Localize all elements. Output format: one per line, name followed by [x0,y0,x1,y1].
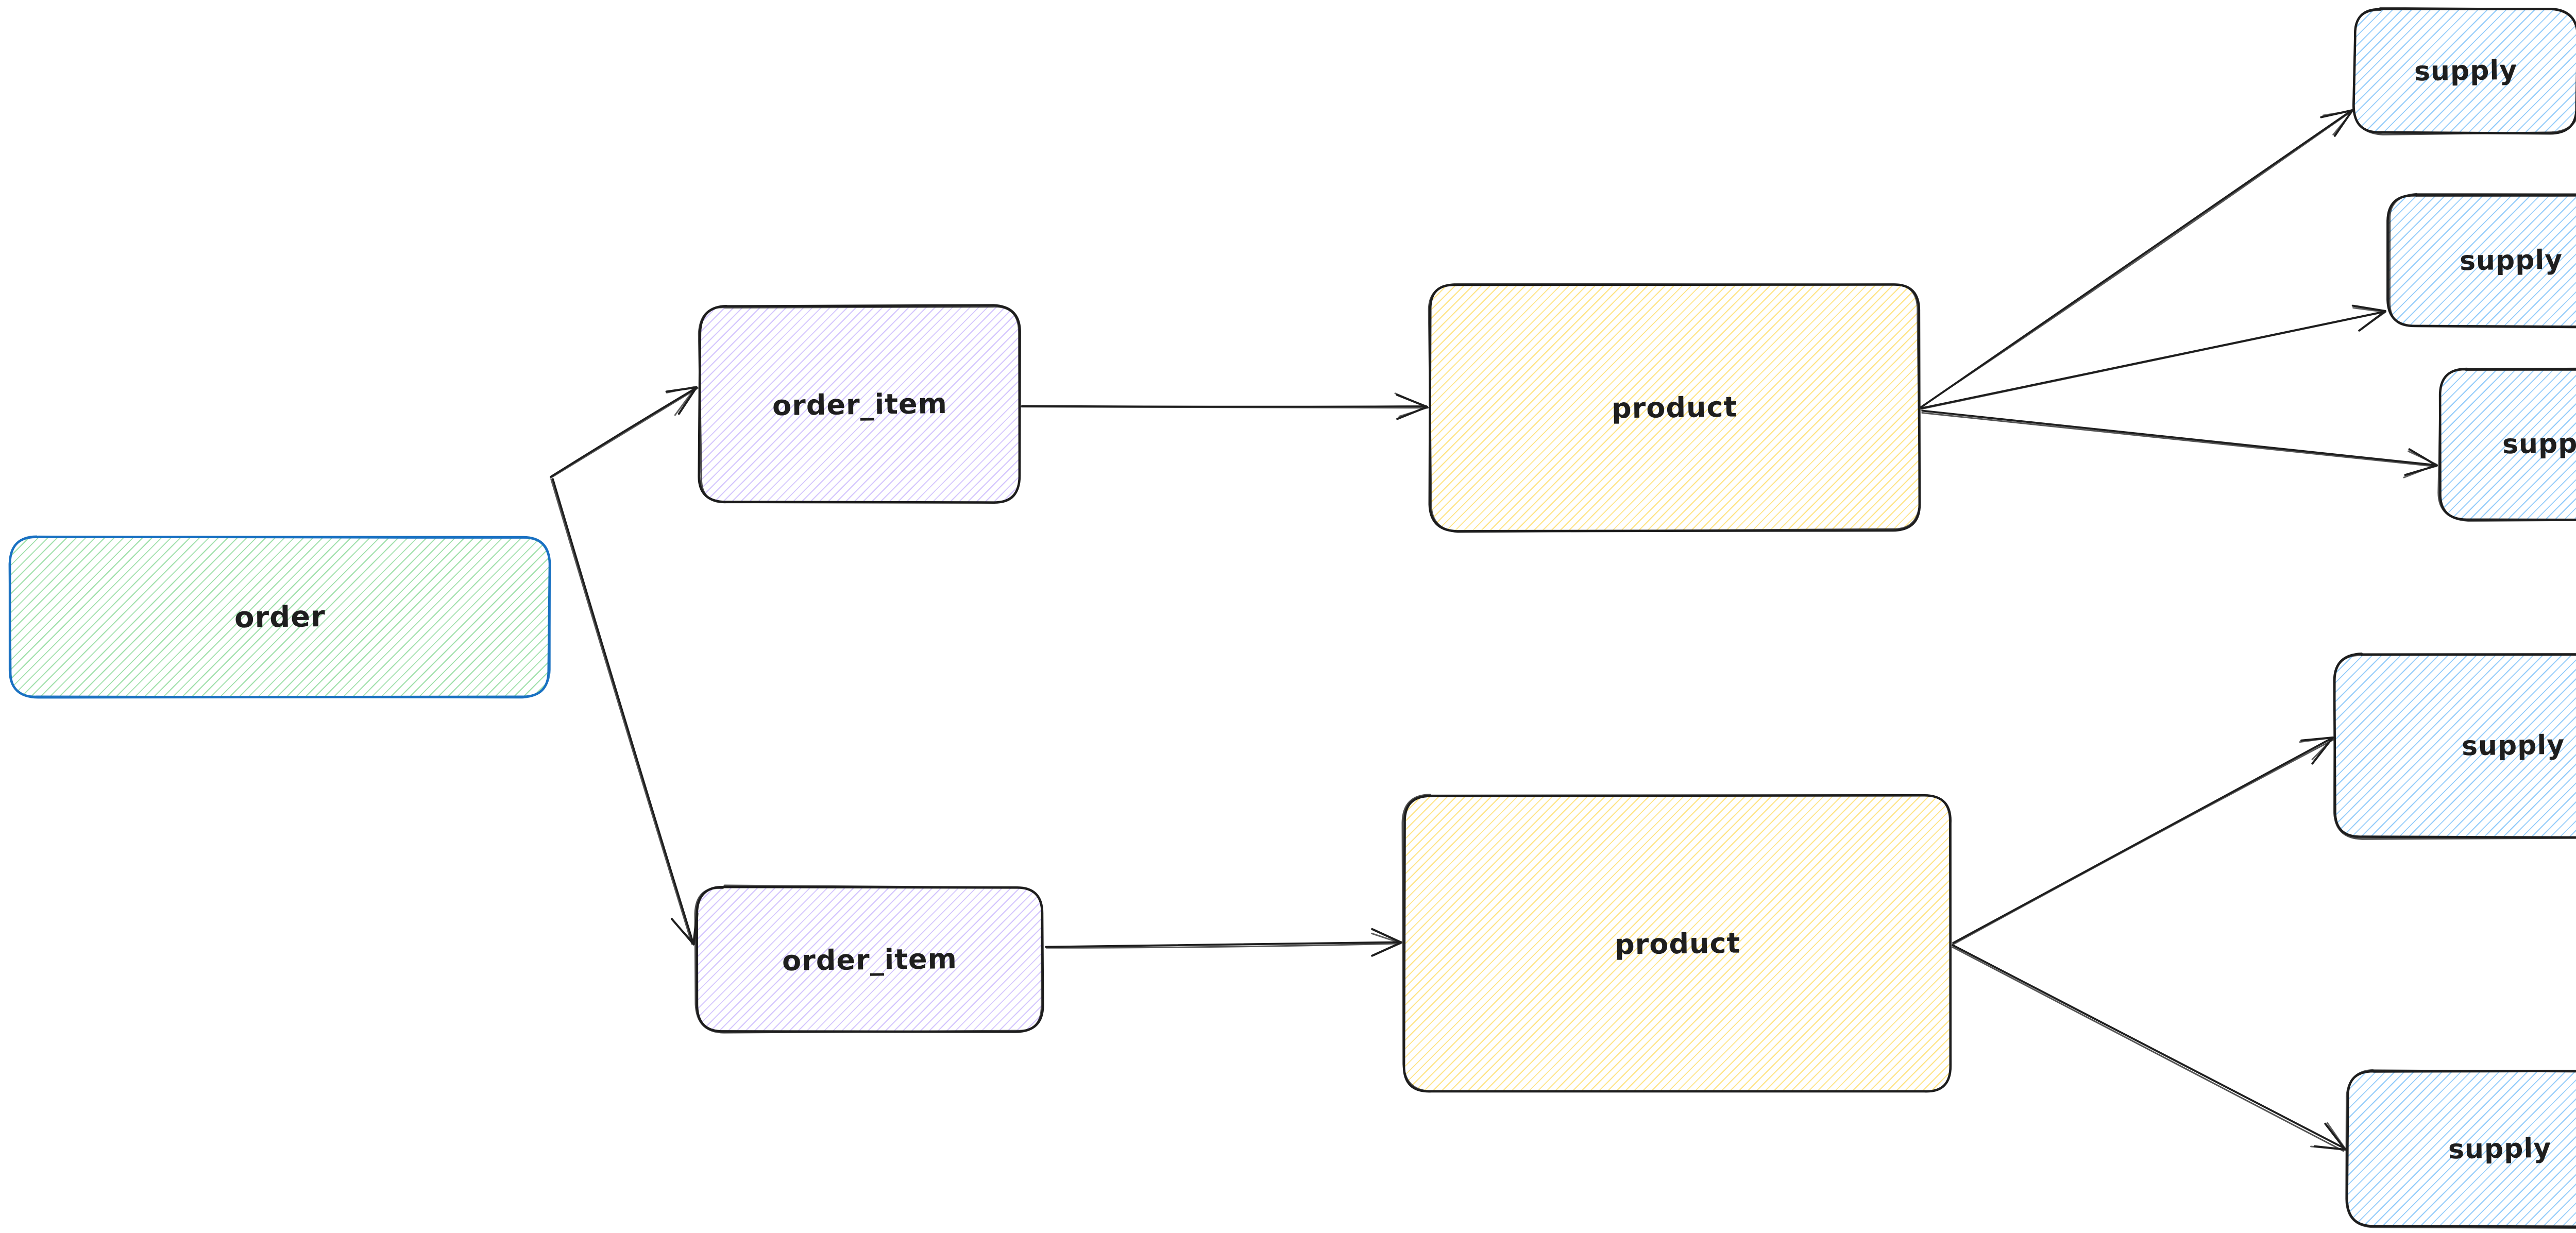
node-fill-supply_5 [2347,1071,2576,1227]
node-order_item_1[interactable]: order_item [698,304,1021,504]
node-order_item_2[interactable]: order_item [694,884,1044,1034]
node-label-product_1: product [1611,390,1738,424]
node-outline-supply_1 [2352,7,2576,135]
node-supply_5[interactable]: supply [2345,1069,2576,1229]
node-fill-supply_2 [2388,195,2576,327]
node-fill-order_item_1 [700,306,1020,503]
node-label-supply_5: supply [2448,1133,2552,1166]
edge-product_2-to-supply_5 [1952,944,2347,1152]
node-fill-product_2 [1404,796,1951,1092]
edge-order_item_2-to-product_2 [1045,928,1402,957]
node-outline-product_2 [1401,794,1952,1093]
node-outline-supply_2 [2386,193,2576,329]
edge-order-to-order_item_1 [550,385,699,479]
edge-product_1-to-supply_1 [1920,109,2354,408]
edge-product_1-to-supply_2 [1920,304,2386,410]
node-fill-supply_3 [2440,369,2576,519]
node-outline-product_1 [1428,283,1921,533]
node-outline-order [8,535,551,699]
node-label-product_2: product [1614,927,1741,961]
node-product_1[interactable]: product [1428,283,1921,533]
node-fill-product_1 [1430,284,1919,530]
node-label-supply_4: supply [2461,729,2565,762]
node-outline-order_item_2 [694,884,1044,1034]
node-order[interactable]: order [8,535,551,699]
node-outline-supply_3 [2437,367,2576,522]
node-outline-supply_5 [2345,1069,2576,1229]
node-outline-order_item_1 [698,304,1021,504]
node-label-supply_1: supply [2414,55,2518,88]
node-fill-order_item_2 [697,887,1043,1032]
node-outline-supply_4 [2333,652,2576,840]
node-supply_3[interactable]: supply [2437,367,2576,522]
node-label-order: order [234,600,326,635]
node-fill-order [10,537,549,697]
edge-order-to-order_item_2 [550,478,699,946]
node-label-supply_3: supply [2502,427,2576,460]
node-fill-supply_4 [2335,654,2576,837]
node-product_2[interactable]: product [1401,794,1952,1093]
node-label-supply_2: supply [2459,244,2563,277]
node-label-order_item_2: order_item [782,942,958,977]
node-label-order_item_1: order_item [772,387,948,422]
edge-order_item_1-to-product_1 [1021,392,1429,420]
node-supply_4[interactable]: supply [2333,652,2576,840]
edge-product_2-to-supply_4 [1952,737,2335,946]
edge-product_1-to-supply_3 [1921,409,2438,478]
node-supply_1[interactable]: supply [2352,7,2576,135]
node-supply_2[interactable]: supply [2386,193,2576,329]
node-fill-supply_1 [2354,9,2576,133]
